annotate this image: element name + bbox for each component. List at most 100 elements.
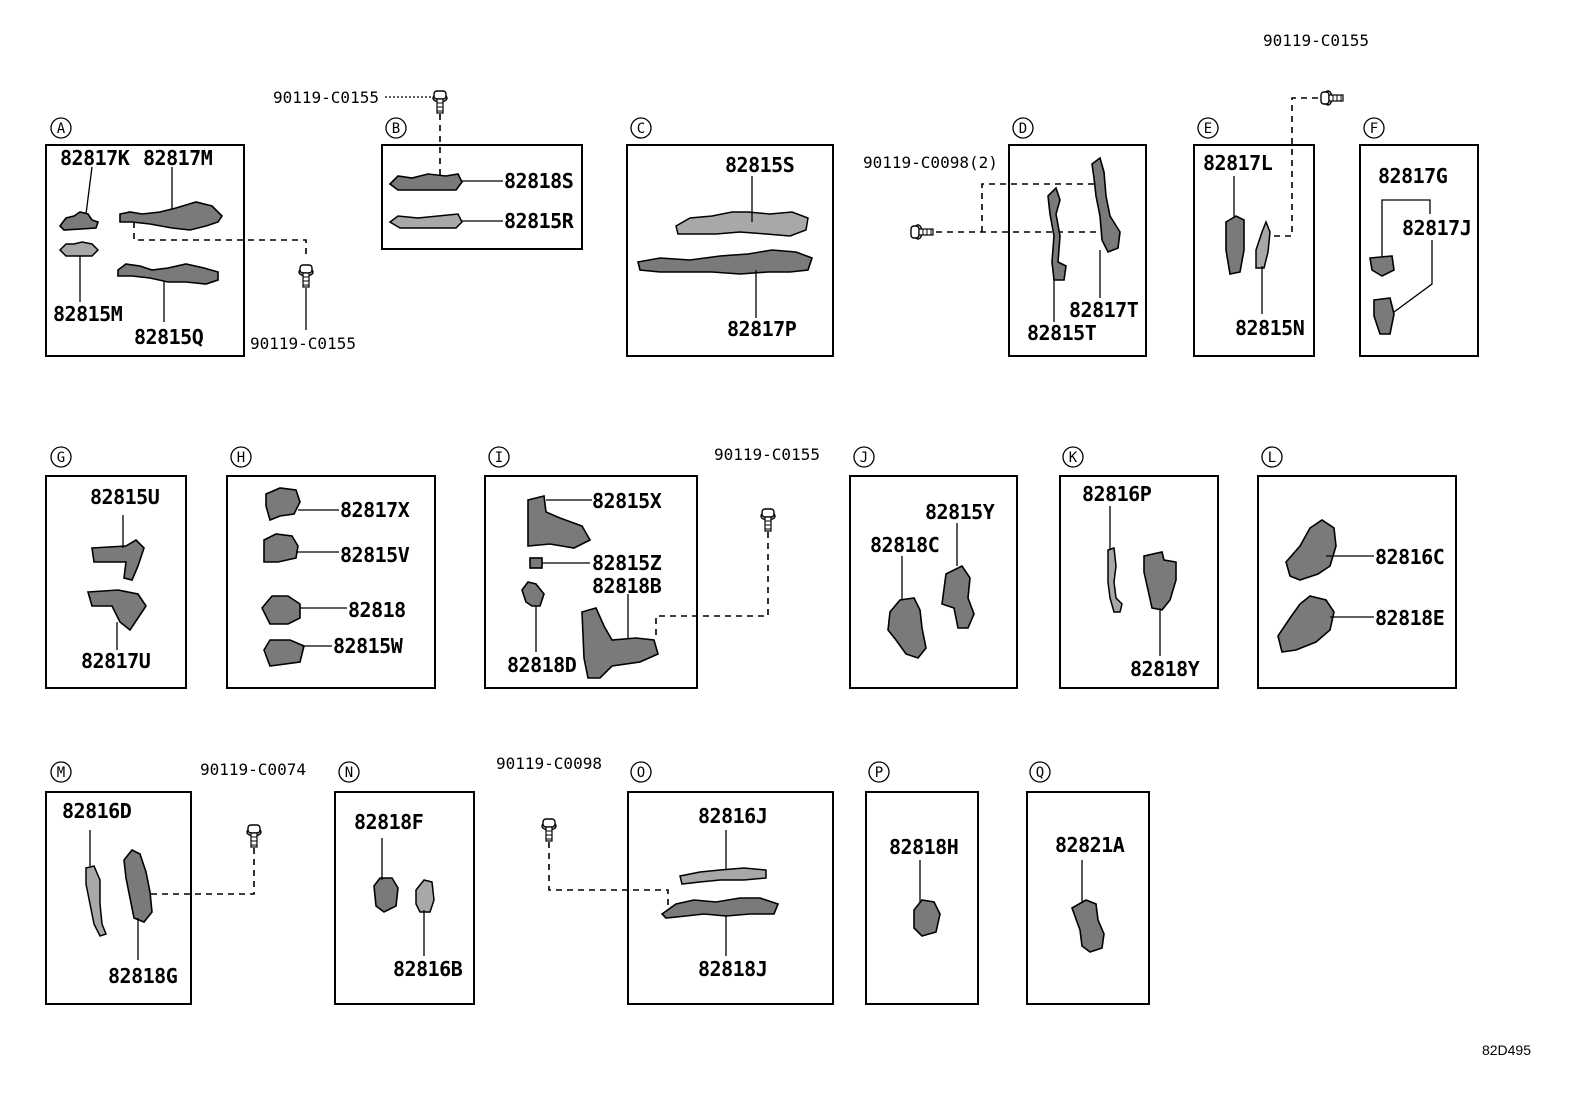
part-label-82815s: 82815S bbox=[725, 153, 794, 177]
screw-label-b: 90119-C0155 bbox=[273, 88, 379, 107]
part-82818g-shape bbox=[123, 848, 153, 923]
part-label-82817m: 82817M bbox=[143, 146, 213, 170]
group-b-box bbox=[381, 144, 583, 250]
group-l-marker bbox=[1261, 446, 1283, 468]
part-82815r-shape bbox=[388, 213, 463, 229]
group-b-marker bbox=[385, 117, 407, 139]
group-p-letter: P bbox=[875, 765, 883, 781]
group-i: I 82815X 82815Z 82818B 82818D 90119-C015… bbox=[484, 445, 820, 689]
group-d: D 90119-C0098(2) 82817T 82815T bbox=[863, 117, 1147, 357]
screw-label-o: 90119-C0098 bbox=[496, 754, 602, 773]
group-k: K 82816P 82818Y bbox=[1059, 446, 1219, 689]
part-82815s-shape bbox=[675, 211, 809, 237]
group-f-box bbox=[1359, 144, 1479, 357]
part-82817j-shape bbox=[1373, 297, 1395, 335]
part-label-82815u: 82815U bbox=[90, 485, 159, 509]
part-82816b-shape bbox=[415, 879, 435, 913]
part-label-82815r: 82815R bbox=[504, 209, 575, 233]
group-q-marker bbox=[1029, 761, 1051, 783]
group-d-marker bbox=[1012, 117, 1034, 139]
group-g-box bbox=[45, 475, 187, 689]
group-c-marker bbox=[630, 117, 652, 139]
part-82815w-shape bbox=[263, 639, 305, 667]
group-n-letter: N bbox=[345, 765, 353, 781]
part-82817t-shape bbox=[1091, 156, 1121, 254]
part-82816p-shape bbox=[1107, 546, 1123, 613]
part-label-82815v: 82815V bbox=[340, 543, 410, 567]
part-label-82818h: 82818H bbox=[889, 835, 958, 859]
part-82815q-shape bbox=[117, 263, 219, 285]
group-m: M 82816D 82818G 90119-C0074 bbox=[45, 760, 306, 1005]
part-label-82815t: 82815T bbox=[1027, 321, 1097, 345]
part-82815y-shape bbox=[941, 564, 975, 629]
part-label-82815w: 82815W bbox=[333, 634, 404, 658]
group-a: A 82817K 82817M 82815M 82815Q 90119-C015… bbox=[45, 117, 356, 357]
group-f-marker bbox=[1363, 117, 1385, 139]
part-82817x-shape bbox=[265, 487, 301, 522]
group-o-marker bbox=[630, 761, 652, 783]
group-k-letter: K bbox=[1069, 450, 1078, 466]
part-82818b-shape bbox=[581, 607, 659, 679]
group-p-box bbox=[865, 791, 979, 1005]
part-82818y-shape bbox=[1143, 551, 1177, 611]
part-82821a-shape bbox=[1071, 899, 1105, 953]
part-82817u-shape bbox=[86, 589, 147, 632]
screw-label-e: 90119-C0155 bbox=[1263, 31, 1369, 50]
part-label-82817k: 82817K bbox=[60, 146, 130, 170]
group-c-box bbox=[626, 144, 834, 357]
group-h: H 82817X 82815V 82818 82815W bbox=[226, 446, 436, 689]
group-g-letter: G bbox=[57, 450, 65, 466]
part-label-82815n: 82815N bbox=[1235, 316, 1304, 340]
group-j: J 82815Y 82818C bbox=[849, 446, 1018, 689]
part-82817m-shape bbox=[119, 201, 224, 231]
part-label-82817g: 82817G bbox=[1378, 164, 1448, 188]
part-label-82818y: 82818Y bbox=[1130, 657, 1200, 681]
part-label-82815x: 82815X bbox=[592, 489, 662, 513]
part-label-82818g: 82818G bbox=[108, 964, 178, 988]
part-82816j-shape bbox=[679, 867, 767, 885]
part-label-82815m: 82815M bbox=[53, 302, 123, 326]
group-q-letter: Q bbox=[1036, 765, 1044, 781]
group-n-box bbox=[334, 791, 475, 1005]
group-j-letter: J bbox=[860, 450, 868, 466]
part-82817p-shape bbox=[637, 249, 814, 275]
part-label-82817x: 82817X bbox=[340, 498, 410, 522]
group-d-box bbox=[1008, 144, 1147, 357]
part-label-82816b: 82816B bbox=[393, 957, 463, 981]
part-82818h-shape bbox=[913, 899, 941, 937]
group-f: F 82817G 82817J bbox=[1359, 117, 1479, 357]
group-q: Q 82821A bbox=[1026, 761, 1150, 1005]
group-m-marker bbox=[50, 761, 72, 783]
part-82818e-shape bbox=[1277, 595, 1335, 653]
part-label-82816j: 82816J bbox=[698, 804, 767, 828]
part-label-82817u: 82817U bbox=[81, 649, 150, 673]
part-label-82816p: 82816P bbox=[1082, 482, 1152, 506]
group-a-box bbox=[45, 144, 245, 357]
part-82817k-shape bbox=[58, 211, 100, 231]
part-label-82818e: 82818E bbox=[1375, 606, 1444, 630]
group-l-box bbox=[1257, 475, 1457, 689]
group-i-box bbox=[484, 475, 698, 689]
part-82817g-shape bbox=[1369, 255, 1395, 277]
part-label-82817l: 82817L bbox=[1203, 151, 1273, 175]
group-n-marker bbox=[338, 761, 360, 783]
group-g: G 82815U 82817U bbox=[45, 446, 187, 689]
part-82815n-shape bbox=[1255, 219, 1271, 269]
group-j-marker bbox=[853, 446, 875, 468]
part-label-82817t: 82817T bbox=[1069, 298, 1139, 322]
part-label-82821a: 82821A bbox=[1055, 833, 1125, 857]
part-82816d-shape bbox=[85, 865, 107, 937]
part-label-82815z: 82815Z bbox=[592, 551, 662, 575]
part-label-82815y: 82815Y bbox=[925, 500, 995, 524]
group-a-letter: A bbox=[57, 121, 66, 137]
group-a-marker bbox=[50, 117, 72, 139]
part-82818c-shape bbox=[887, 597, 927, 659]
group-o: O 90119-C0098 82816J 82818J bbox=[496, 754, 834, 1005]
part-82818j-shape bbox=[660, 897, 780, 919]
part-label-82818c: 82818C bbox=[870, 533, 939, 557]
part-label-82818s: 82818S bbox=[504, 169, 573, 193]
group-k-box bbox=[1059, 475, 1219, 689]
screw-label-i: 90119-C0155 bbox=[714, 445, 820, 464]
group-i-marker bbox=[488, 446, 510, 468]
group-p-marker bbox=[868, 761, 890, 783]
